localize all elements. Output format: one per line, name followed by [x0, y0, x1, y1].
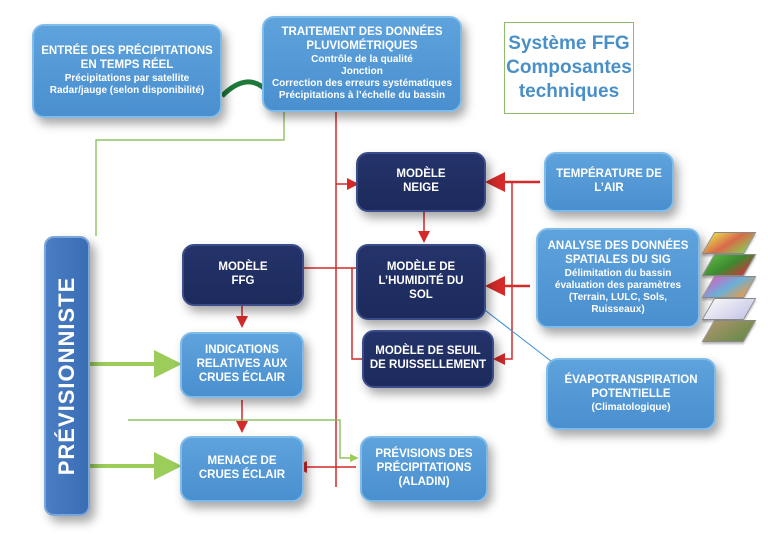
- box-flash-flood-threat: MENACE DE CRUES ÉCLAIR: [180, 436, 304, 502]
- box-detail: Radar/jauge (selon disponibilité): [49, 84, 205, 96]
- box-title: INDICATIONS: [205, 344, 279, 357]
- box-title: PRÉCIPITATIONS: [376, 462, 472, 475]
- box-title: ANALYSE DES DONNÉES: [547, 240, 689, 253]
- box-gis-analysis: ANALYSE DES DONNÉES SPATIALES DU SIG Dél…: [536, 228, 700, 328]
- box-soil-moisture-model: MODÈLE DE L’HUMIDITÉ DU SOL: [356, 244, 486, 320]
- box-ffg-model: MODÈLE FFG: [182, 244, 304, 306]
- box-forecaster: PRÉVISIONNISTE: [44, 236, 90, 516]
- box-title: SOL: [409, 288, 433, 301]
- box-detail: Précipitations à l’échelle du bassin: [278, 89, 446, 101]
- forecaster-label: PRÉVISIONNISTE: [54, 276, 79, 476]
- box-detail: Précipitations par satellite: [64, 72, 190, 84]
- box-title: PLUVIOMÉTRIQUES: [306, 40, 418, 52]
- box-title: MODÈLE DE: [386, 261, 456, 274]
- title-line: Système FFG: [508, 33, 630, 55]
- box-title: NEIGE: [403, 182, 439, 194]
- box-title: FFG: [231, 275, 255, 287]
- box-detail: Délimitation du bassin: [564, 267, 672, 279]
- link-forecaster-to-processing: [95, 101, 289, 236]
- box-title: TRAITEMENT DES DONNÉES: [281, 26, 443, 39]
- box-detail: évaluation des paramètres: [554, 279, 682, 291]
- box-title: SPATIALES DU SIG: [565, 254, 671, 266]
- box-rain-processing: TRAITEMENT DES DONNÉES PLUVIOMÉTRIQUES C…: [262, 16, 462, 112]
- box-title: TEMPÉRATURE DE: [556, 168, 662, 181]
- box-title: (ALADIN): [398, 475, 450, 488]
- box-title: L’HUMIDITÉ DU: [378, 275, 464, 288]
- title-line: techniques: [518, 80, 620, 102]
- box-title: EN TEMPS RÉEL: [80, 59, 174, 71]
- box-title: MODÈLE: [218, 261, 268, 274]
- box-title: L’AIR: [594, 182, 624, 194]
- box-title: PRÉVISIONS DES: [375, 448, 473, 461]
- box-flash-flood-guidance: INDICATIONS RELATIVES AUX CRUES ÉCLAIR: [180, 332, 304, 398]
- box-title: CRUES ÉCLAIR: [198, 371, 286, 384]
- box-detail: Ruisseaux): [591, 303, 645, 315]
- title-line: Composantes: [506, 57, 632, 79]
- box-air-temperature: TEMPÉRATURE DE L’AIR: [544, 152, 674, 212]
- box-title: POTENTIELLE: [591, 388, 671, 400]
- box-detail: (Terrain, LULC, Sols,: [568, 291, 668, 303]
- diagram-title: Système FFG Composantes techniques: [504, 22, 634, 114]
- box-title: MODÈLE: [396, 168, 446, 181]
- box-title: CRUES ÉCLAIR: [198, 469, 286, 481]
- box-snow-model: MODÈLE NEIGE: [356, 152, 486, 212]
- box-detail: Jonction: [341, 65, 383, 77]
- box-detail: (Climatologique): [591, 401, 671, 413]
- box-precipitation-forecast: PRÉVISIONS DES PRÉCIPITATIONS (ALADIN): [360, 436, 488, 502]
- box-detail: Correction des erreurs systématiques: [271, 77, 453, 89]
- box-detail: Contrôle de la qualité: [311, 53, 413, 65]
- link-forecaster-to-forecast: [128, 419, 359, 463]
- box-title: RELATIVES AUX: [196, 358, 288, 371]
- box-title: ÉVAPOTRANSPIRATION: [564, 374, 698, 387]
- link-soil-to-runoff: [351, 268, 362, 360]
- box-title: MENACE DE: [207, 455, 277, 468]
- box-realtime-input: ENTRÉE DES PRÉCIPITATIONS EN TEMPS RÉEL …: [32, 24, 222, 118]
- box-potential-evapotranspiration: ÉVAPOTRANSPIRATION POTENTIELLE (Climatol…: [546, 358, 716, 430]
- box-title: DE RUISSELLEMENT: [369, 359, 487, 371]
- link-right-trunk: [493, 182, 513, 365]
- box-runoff-threshold-model: MODÈLE DE SEUIL DE RUISSELLEMENT: [362, 330, 494, 388]
- box-title: MODÈLE DE SEUIL: [375, 345, 481, 358]
- box-title: ENTRÉE DES PRÉCIPITATIONS: [41, 45, 213, 58]
